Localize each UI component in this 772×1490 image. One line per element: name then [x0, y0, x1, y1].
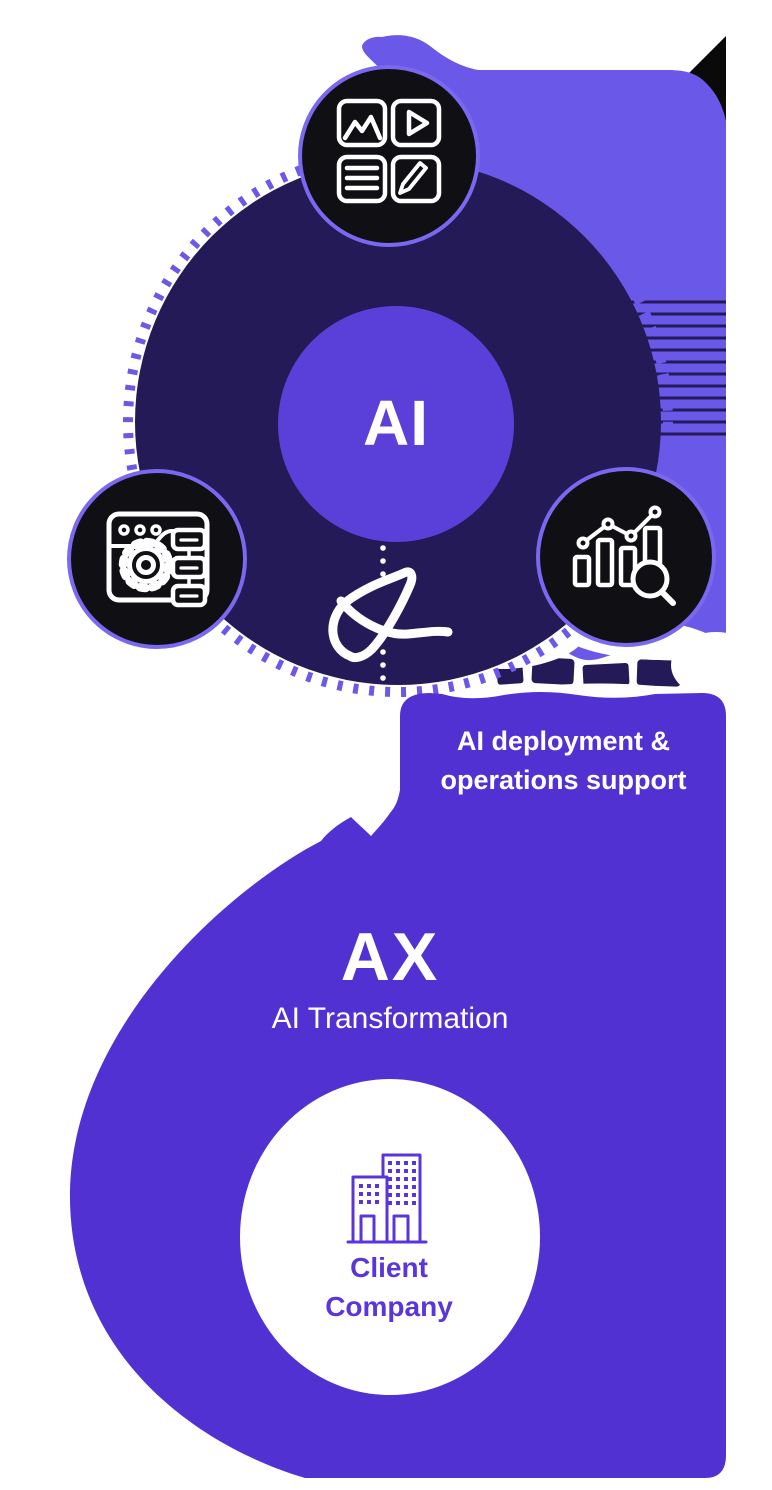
dashed-ring [123, 147, 673, 697]
pencil-icon [398, 161, 428, 195]
ax-subtitle: AI Transformation [271, 1002, 509, 1035]
magnifier-icon [630, 559, 676, 606]
browser-window [106, 511, 210, 603]
right-building-windows [388, 1161, 416, 1205]
deployment-note: AI deployment & operations support [401, 722, 726, 800]
analytics-search-icon [536, 467, 716, 647]
scribble-logo [328, 567, 453, 662]
play-icon [406, 109, 430, 137]
deployment-note-line1: AI deployment & [456, 726, 671, 756]
client-label-line2: Company [325, 1291, 453, 1322]
ai-hub-circle [278, 306, 514, 542]
dotted-connector [380, 545, 386, 681]
left-building-windows [359, 1184, 379, 1204]
automation-workflow-icon [67, 469, 247, 649]
client-company-label: Client Company [289, 1248, 489, 1326]
deployment-note-line2: operations support [440, 765, 687, 795]
ax-title: AX [340, 919, 440, 995]
ai-hub-label: AI [363, 387, 429, 459]
list-icon [344, 165, 380, 191]
image-icon [342, 114, 383, 141]
content-media-grid-icon [298, 65, 480, 247]
bar-chart [572, 525, 663, 588]
task-nodes [170, 527, 208, 608]
client-label-line1: Client [350, 1252, 428, 1283]
client-building-icon [346, 1153, 428, 1244]
gear-icon [118, 537, 174, 593]
trend-line [581, 510, 657, 545]
